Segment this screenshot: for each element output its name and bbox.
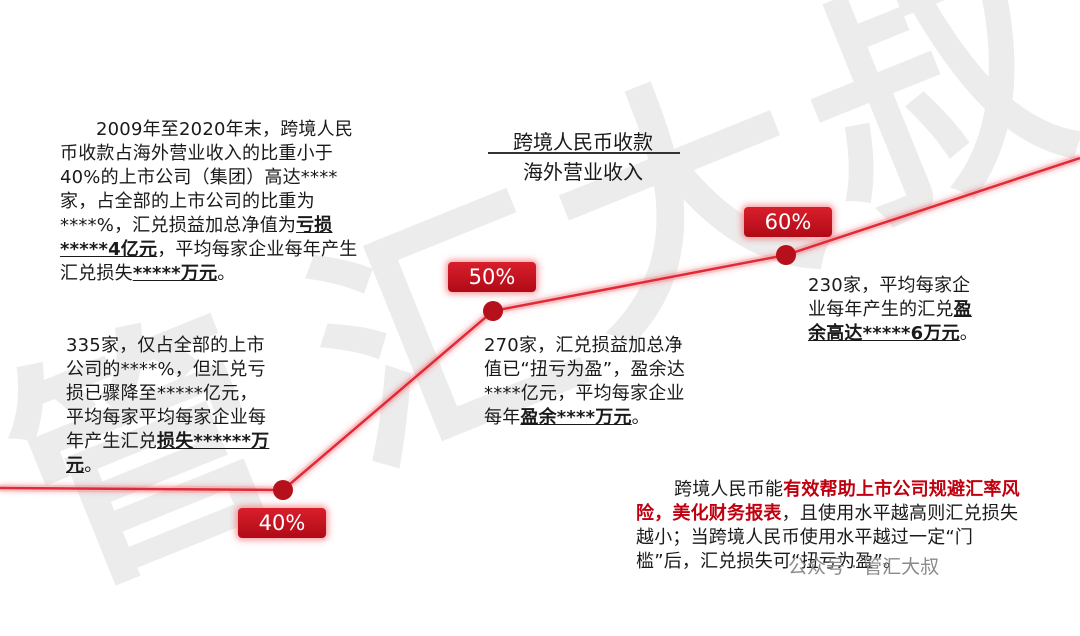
text-emphasis: 损失******万元 bbox=[66, 431, 270, 476]
text-segment: 335家，仅占全部的上市公司的****%，但汇兑亏损已骤降至*****亿元，平均… bbox=[66, 335, 267, 452]
text-emphasis: *****万元 bbox=[132, 263, 218, 284]
point-marker-60 bbox=[776, 245, 796, 265]
text-segment: 。 bbox=[631, 407, 650, 428]
fraction-line bbox=[488, 152, 680, 154]
text-segment: 。 bbox=[217, 263, 236, 284]
text-emphasis: 盈余高达*****6万元 bbox=[808, 299, 972, 344]
text-highlight: 有效帮助上市公司规避汇率风险，美化财务报表 bbox=[636, 479, 1020, 524]
account-watermark: 公众号 · 管汇大叔 bbox=[788, 556, 940, 578]
text-block-top-left: 2009年至2020年末，跨境人民币收款占海外营业收入的比重小于40%的上市公司… bbox=[60, 118, 364, 286]
text-block-right: 230家，平均每家企业每年产生的汇兑盈余高达*****6万元。 bbox=[808, 274, 988, 346]
text-block-middle: 270家，汇兑损益加总净值已“扭亏为盈”，盈余达****亿元，平均每家企业每年盈… bbox=[484, 334, 688, 430]
text-emphasis: 亏损*****4亿元 bbox=[60, 215, 333, 260]
badge-60: 60% bbox=[744, 207, 832, 237]
text-block-lower-left: 335家，仅占全部的上市公司的****%，但汇兑亏损已骤降至*****亿元，平均… bbox=[66, 334, 272, 478]
text-segment: ，平均每家企业每年产生汇兑损失 bbox=[60, 239, 358, 284]
ratio-numerator: 跨境人民币收款 bbox=[513, 130, 653, 154]
text-segment: 270家，汇兑损益加总净值已“扭亏为盈”，盈余达****亿元，平均每家企业每年 bbox=[484, 335, 686, 428]
text-segment: 230家，平均每家企业每年产生的汇兑 bbox=[808, 275, 971, 320]
trend-curve bbox=[0, 154, 1080, 500]
point-marker-40 bbox=[273, 480, 293, 500]
badge-50: 50% bbox=[448, 262, 536, 292]
badge-40: 40% bbox=[238, 508, 326, 538]
text-segment: 。 bbox=[84, 455, 103, 476]
point-marker-50 bbox=[483, 301, 503, 321]
text-segment: 跨境人民币能 bbox=[674, 479, 784, 500]
ratio-denominator: 海外营业收入 bbox=[523, 160, 643, 184]
text-emphasis: 盈余****万元 bbox=[520, 407, 632, 428]
text-segment: 。 bbox=[959, 323, 978, 344]
text-segment: 2009年至2020年末，跨境人民币收款占海外营业收入的比重小于40%的上市公司… bbox=[60, 119, 354, 236]
text-segment: ，且使用水平越高则汇兑损失越小；当跨境人民币使用水平越过一定“门槛”后，汇兑损失… bbox=[636, 503, 1019, 572]
text-block-bottom-right: 跨境人民币能有效帮助上市公司规避汇率风险，美化财务报表，且使用水平越高则汇兑损失… bbox=[636, 478, 1032, 574]
